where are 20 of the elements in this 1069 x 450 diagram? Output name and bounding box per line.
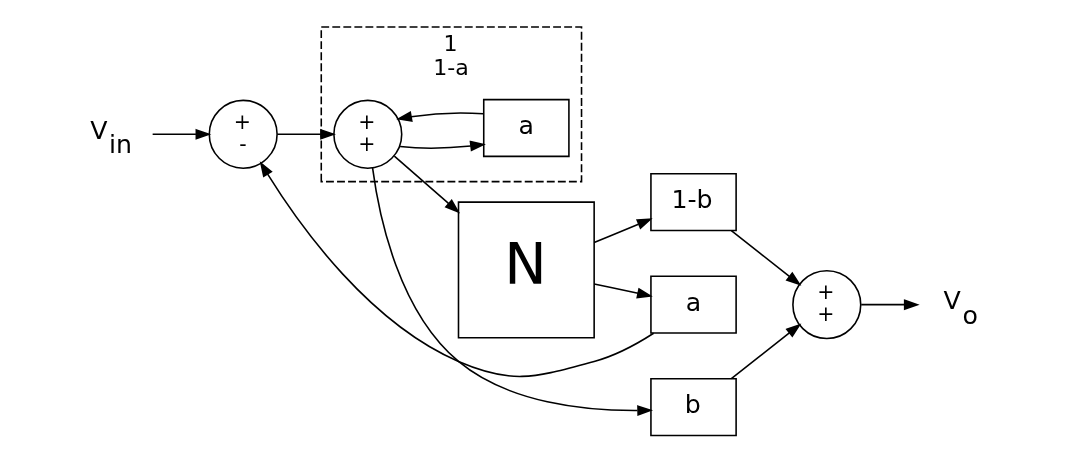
node-box: a — [649, 275, 737, 334]
node-box: 1-b — [649, 172, 737, 232]
node-circle: + - — [208, 99, 278, 169]
node-box: b — [649, 378, 737, 437]
arrow — [151, 128, 211, 140]
arrow — [730, 323, 801, 380]
arrow — [259, 161, 654, 378]
node-circle: + + — [332, 99, 402, 169]
node-circle: + + — [791, 269, 861, 340]
arrow — [730, 229, 801, 286]
arrow — [592, 218, 653, 244]
node-box: a — [482, 98, 570, 158]
arrow — [371, 167, 653, 417]
arrow — [393, 155, 460, 214]
arrow — [276, 128, 336, 140]
node-box: N — [457, 201, 595, 339]
arrow — [398, 140, 486, 152]
arrow — [592, 283, 653, 299]
arrow — [859, 299, 920, 311]
arrow — [395, 111, 484, 122]
